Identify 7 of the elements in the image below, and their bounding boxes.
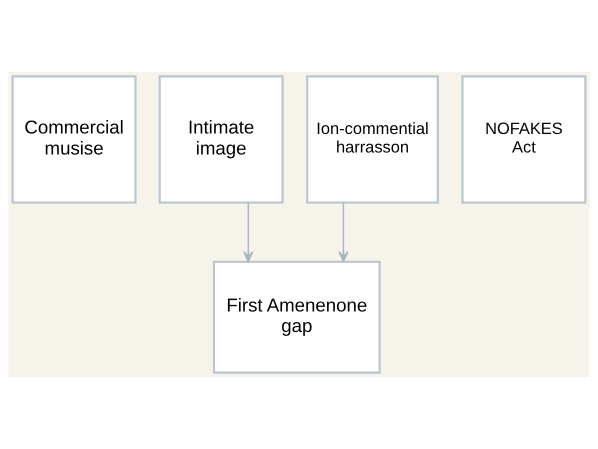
arrow bbox=[243, 202, 254, 262]
node-box: Intimate image bbox=[158, 75, 284, 204]
arrow bbox=[338, 202, 349, 262]
node-box: First Amenenone gap bbox=[212, 260, 381, 374]
node-box: Ion-commential harrasson bbox=[306, 75, 439, 204]
node-box: Commercial musise bbox=[12, 75, 137, 204]
node-box: NOFAKES Act bbox=[461, 75, 586, 204]
